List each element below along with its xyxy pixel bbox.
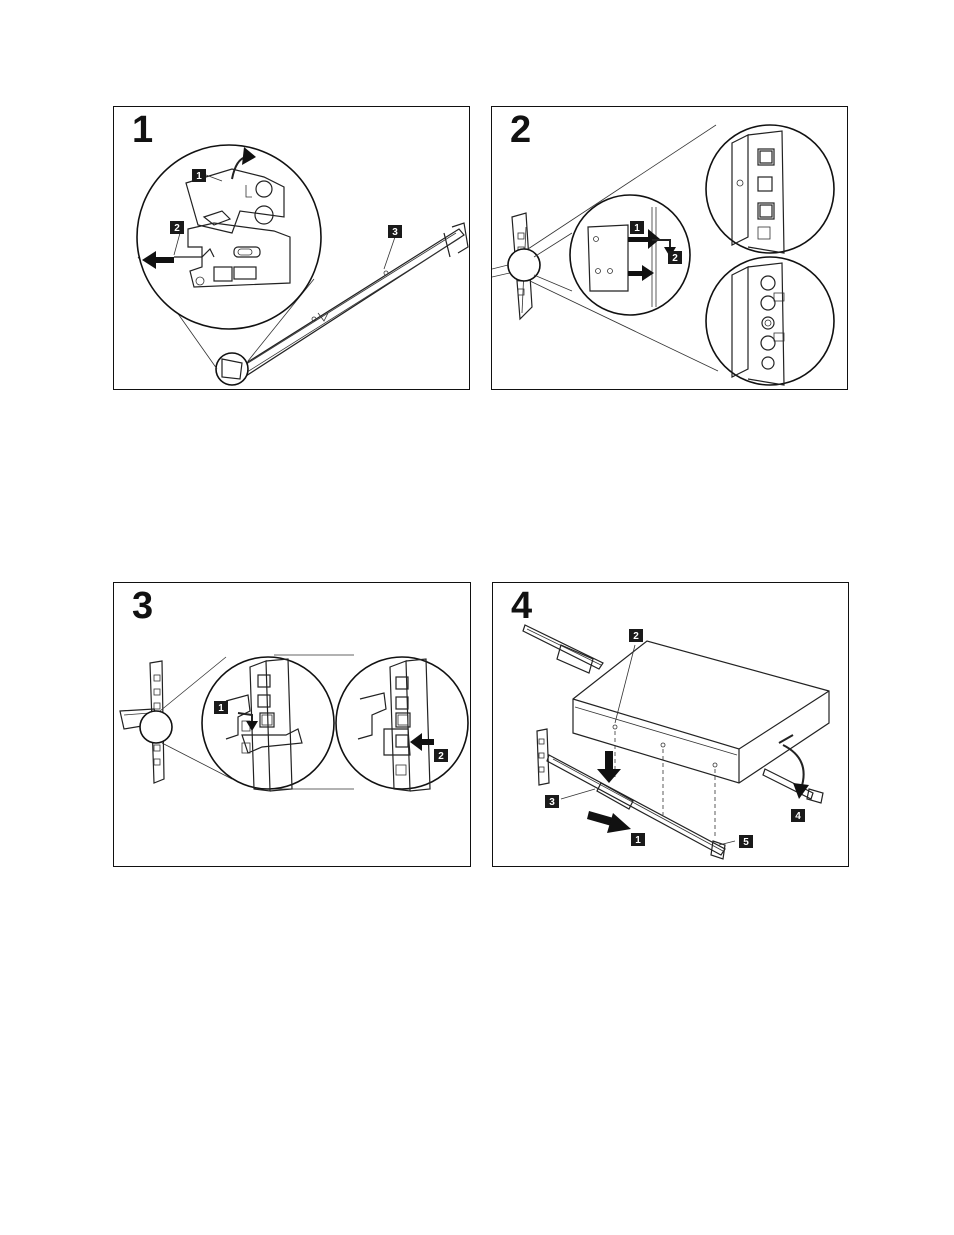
callout-2: 2 bbox=[434, 749, 448, 762]
callout-2: 2 bbox=[668, 251, 682, 264]
callout-5: 5 bbox=[739, 835, 753, 848]
svg-text:1: 1 bbox=[196, 171, 202, 182]
rail-lock-illustration: 1 2 bbox=[114, 583, 471, 867]
callout-3: 3 bbox=[388, 225, 402, 238]
illustration-panel-step-3: 3 bbox=[113, 582, 471, 867]
callout-1: 1 bbox=[631, 833, 645, 846]
svg-text:1: 1 bbox=[218, 703, 224, 714]
rail-latch-illustration: 1 2 3 bbox=[114, 107, 470, 390]
svg-text:2: 2 bbox=[438, 751, 444, 762]
callout-4: 4 bbox=[791, 809, 805, 822]
callout-1: 1 bbox=[214, 701, 228, 714]
svg-text:4: 4 bbox=[795, 811, 801, 822]
callout-3: 3 bbox=[545, 795, 559, 808]
illustration-panel-step-2: 2 bbox=[491, 106, 848, 390]
svg-text:5: 5 bbox=[743, 837, 749, 848]
svg-text:3: 3 bbox=[549, 797, 555, 808]
callout-1: 1 bbox=[192, 169, 206, 182]
svg-text:3: 3 bbox=[392, 227, 398, 238]
svg-text:2: 2 bbox=[633, 631, 639, 642]
rack-flange-illustration: 1 2 bbox=[492, 107, 848, 390]
callout-2: 2 bbox=[170, 221, 184, 234]
svg-text:1: 1 bbox=[635, 835, 641, 846]
callout-2: 2 bbox=[629, 629, 643, 642]
svg-text:2: 2 bbox=[672, 253, 678, 264]
server-install-illustration: 2 3 1 4 5 bbox=[493, 583, 849, 867]
callout-1: 1 bbox=[630, 221, 644, 234]
svg-text:2: 2 bbox=[174, 223, 180, 234]
svg-text:1: 1 bbox=[634, 223, 640, 234]
illustration-panel-step-4: 4 bbox=[492, 582, 849, 867]
illustration-panel-step-1: 1 bbox=[113, 106, 470, 390]
